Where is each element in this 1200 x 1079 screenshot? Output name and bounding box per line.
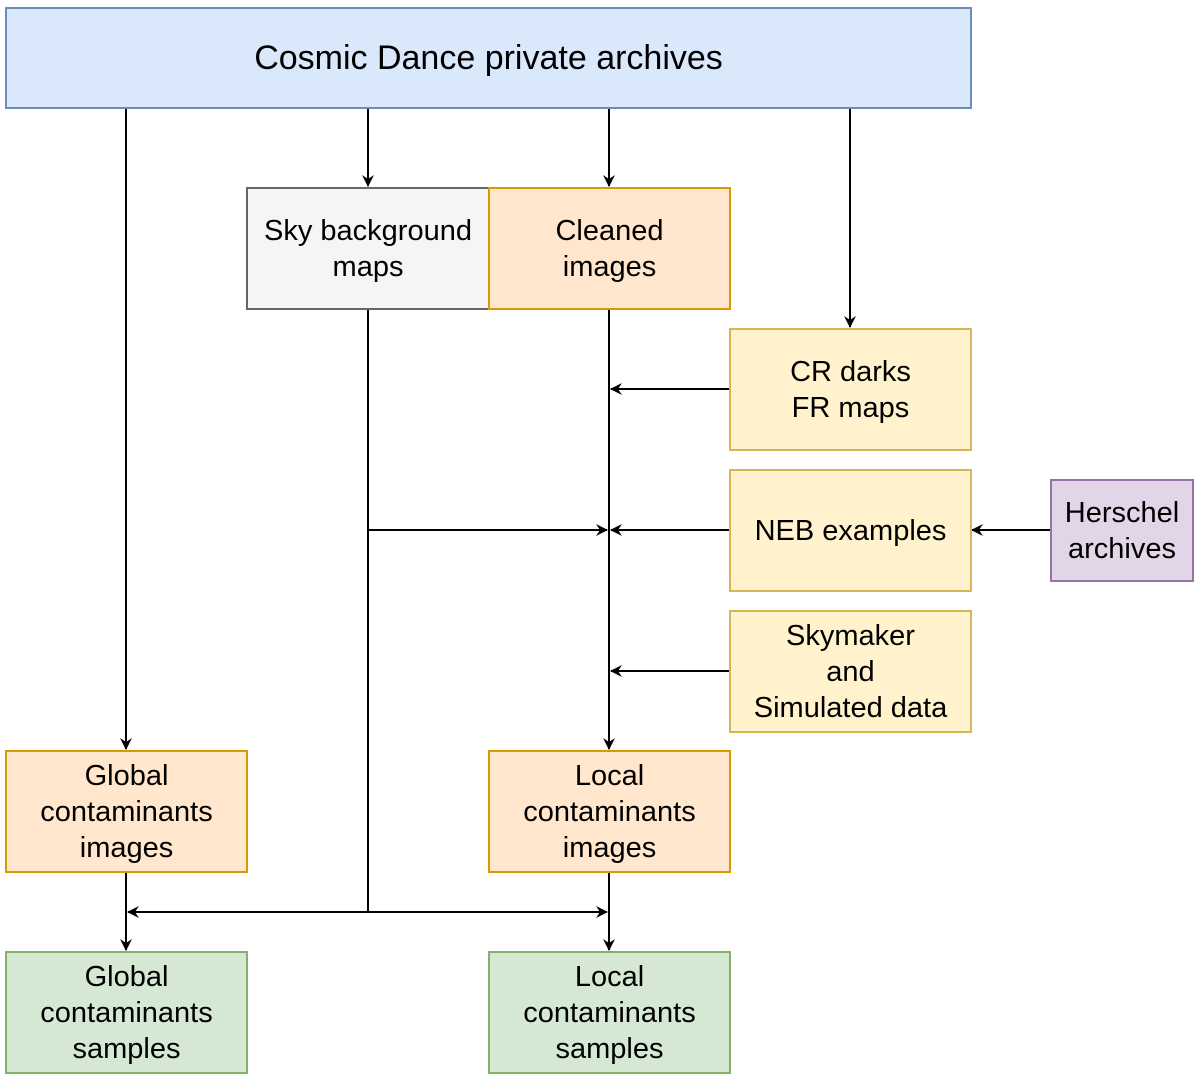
node-local-contaminants-samples: Local contaminants samples (488, 951, 731, 1074)
node-neb-examples: NEB examples (729, 469, 972, 592)
node-herschel-archives: Herschel archives (1050, 479, 1194, 582)
node-skymaker-simulated-data: Skymaker and Simulated data (729, 610, 972, 733)
node-global-contaminants-samples: Global contaminants samples (5, 951, 248, 1074)
node-global-contaminants-images: Global contaminants images (5, 750, 248, 873)
node-cosmic-dance-archives: Cosmic Dance private archives (5, 7, 972, 109)
node-local-contaminants-images: Local contaminants images (488, 750, 731, 873)
node-cleaned-images: Cleaned images (488, 187, 731, 310)
node-sky-background-maps: Sky background maps (246, 187, 490, 310)
node-cr-darks-fr-maps: CR darks FR maps (729, 328, 972, 451)
